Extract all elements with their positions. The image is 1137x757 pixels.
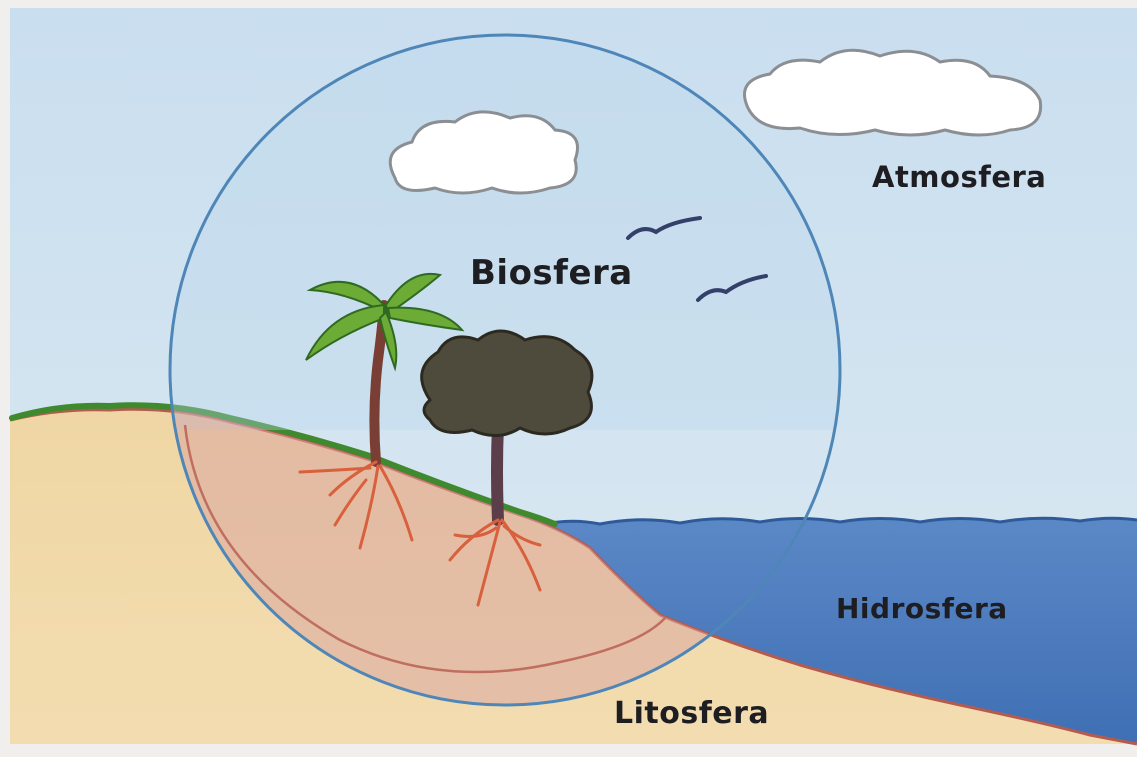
label-biosfera: Biosfera bbox=[470, 253, 633, 293]
label-atmosfera: Atmosfera bbox=[872, 160, 1046, 194]
label-litosfera: Litosfera bbox=[614, 696, 769, 731]
label-hidrosfera: Hidrosfera bbox=[836, 592, 1008, 625]
